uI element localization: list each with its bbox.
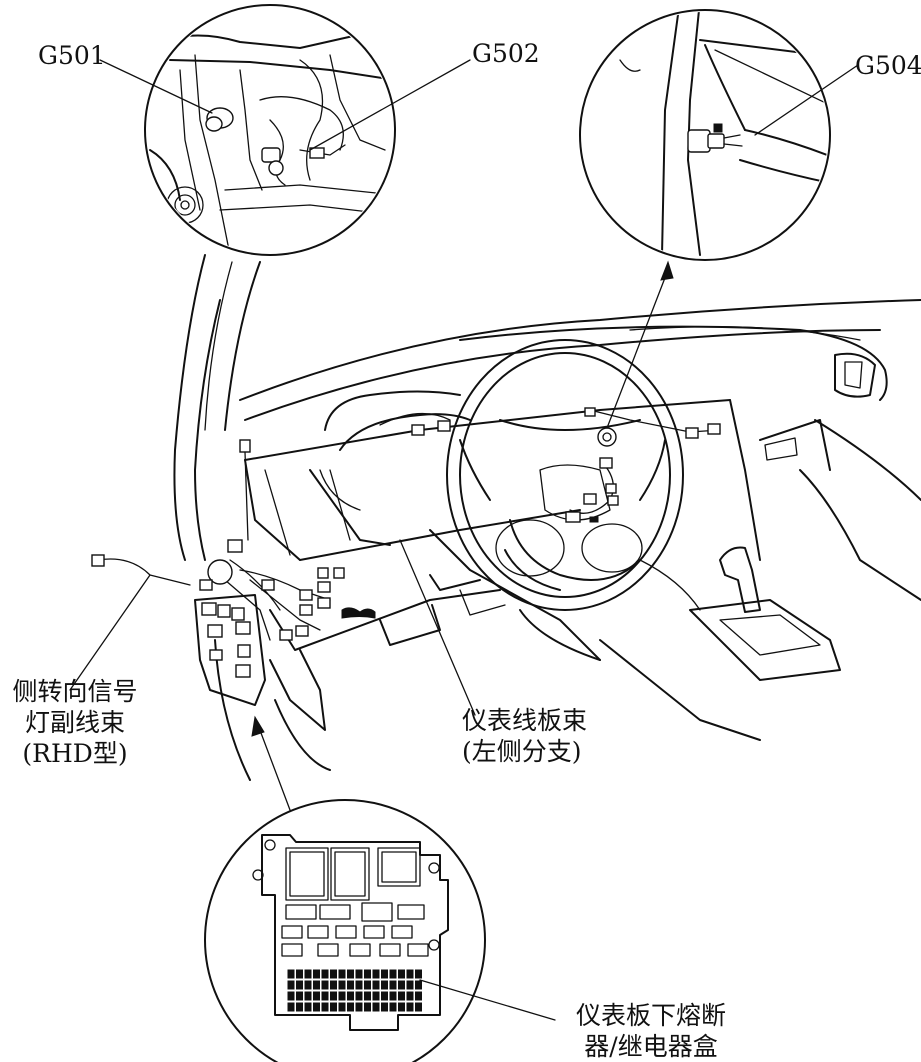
mini-fuse — [321, 1002, 329, 1012]
mini-fuse — [296, 980, 303, 990]
mini-fuse — [372, 969, 380, 979]
mini-fuse — [372, 1002, 380, 1012]
mini-fuse — [355, 969, 363, 979]
mini-fuse — [304, 969, 312, 979]
label-dash-harness-line-1: 仪表线板束 — [462, 706, 588, 735]
mini-fuse — [415, 980, 422, 990]
mini-fuse — [415, 991, 422, 1001]
label-side-turn-line-3: (RHD型) — [22, 739, 128, 768]
mini-fuse — [398, 1002, 405, 1012]
mini-fuse — [338, 1002, 346, 1012]
mini-fuse — [338, 991, 346, 1001]
mini-fuse — [398, 991, 405, 1001]
mini-fuse — [389, 969, 397, 979]
mini-fuse — [287, 1002, 295, 1012]
mini-fuse — [406, 969, 414, 979]
mini-fuse — [330, 991, 337, 1001]
mini-fuse — [313, 1002, 320, 1012]
label-g502: G502 — [472, 39, 540, 68]
mini-fuse — [364, 1002, 371, 1012]
left-harness-cluster — [199, 539, 376, 641]
steering-wheel — [446, 339, 684, 611]
label-side-turn-signal-harness: 侧转向信号 灯副线束 (RHD型) — [0, 676, 150, 769]
mini-fuse — [406, 980, 414, 990]
mini-fuse — [381, 1002, 388, 1012]
mini-fuse — [296, 969, 303, 979]
label-g504: G504 — [855, 51, 921, 80]
mini-fuse — [330, 969, 337, 979]
mini-fuse — [330, 1002, 337, 1012]
fuse-box-outline — [252, 834, 449, 1031]
mini-fuse — [406, 991, 414, 1001]
label-g501: G501 — [38, 41, 106, 70]
detail-circle-g504 — [579, 9, 831, 261]
mini-fuse — [389, 1002, 397, 1012]
mini-fuse — [355, 980, 363, 990]
mini-fuse — [415, 1002, 422, 1012]
mini-fuse — [415, 969, 422, 979]
mini-fuse-grid — [287, 969, 422, 1012]
mini-fuse — [381, 980, 388, 990]
label-side-turn-line-1: 侧转向信号 — [12, 677, 138, 706]
mini-fuse — [398, 980, 405, 990]
mini-fuse — [338, 980, 346, 990]
mini-fuse — [304, 1002, 312, 1012]
leader-lines — [69, 59, 859, 1021]
mini-fuse — [287, 969, 295, 979]
mini-fuse — [321, 980, 329, 990]
label-side-turn-line-2: 灯副线束 — [24, 708, 125, 737]
mini-fuse — [338, 969, 346, 979]
mini-fuse — [296, 1002, 303, 1012]
label-dash-harness-line-2: (左侧分支) — [462, 737, 582, 766]
mini-fuse — [372, 980, 380, 990]
mini-fuse — [364, 969, 371, 979]
mini-fuse — [287, 980, 295, 990]
label-under-dash-fuse-relay-box: 仪表板下熔断 器/继电器盒 — [556, 1000, 746, 1062]
label-fuse-box-line-1: 仪表板下熔断 — [575, 1001, 726, 1030]
mini-fuse — [313, 969, 320, 979]
mini-fuse — [347, 1002, 354, 1012]
mini-fuse — [330, 980, 337, 990]
mini-fuse — [304, 980, 312, 990]
mini-fuse — [389, 991, 397, 1001]
detail-circle-g501-g502 — [144, 4, 396, 256]
mini-fuse — [381, 991, 388, 1001]
mini-fuse — [287, 991, 295, 1001]
label-dash-harness-left-branch: 仪表线板束 (左侧分支) — [462, 705, 587, 767]
mini-fuse — [355, 991, 363, 1001]
label-fuse-box-line-2: 器/继电器盒 — [584, 1032, 718, 1061]
mini-fuse — [381, 969, 388, 979]
dashboard-illustration — [91, 254, 921, 781]
mini-fuse — [313, 991, 320, 1001]
side-junction-block — [194, 594, 266, 706]
mini-fuse — [406, 1002, 414, 1012]
mini-fuse — [313, 980, 320, 990]
detail-circle-fuse-box — [204, 799, 486, 1062]
mini-fuse — [364, 980, 371, 990]
mini-fuse — [321, 991, 329, 1001]
mini-fuse — [355, 1002, 363, 1012]
mini-fuse — [321, 969, 329, 979]
mini-fuse — [304, 991, 312, 1001]
mini-fuse — [347, 991, 354, 1001]
mini-fuse — [347, 969, 354, 979]
mini-fuse — [398, 969, 405, 979]
mini-fuse — [364, 991, 371, 1001]
mini-fuse — [347, 980, 354, 990]
mini-fuse — [389, 980, 397, 990]
mini-fuse — [372, 991, 380, 1001]
mini-fuse — [296, 991, 303, 1001]
